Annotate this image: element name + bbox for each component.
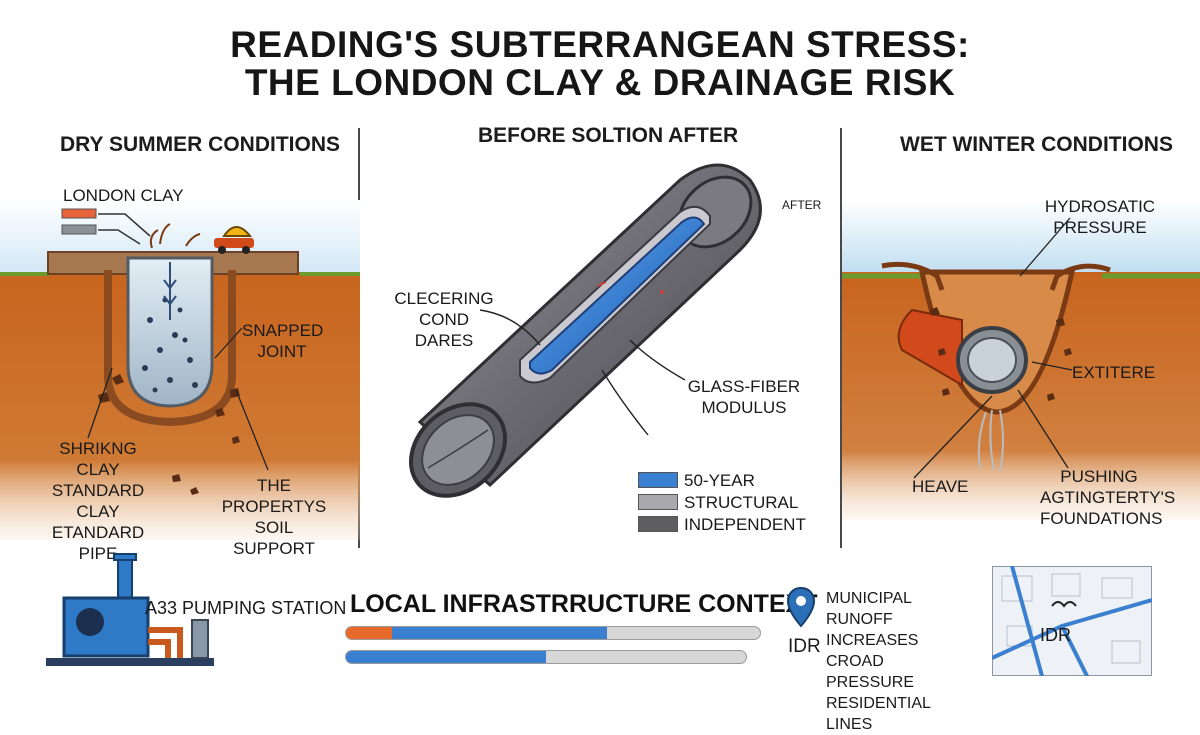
trench-outline xyxy=(104,270,236,427)
clay-clods xyxy=(930,307,1072,401)
bar-1-orange xyxy=(346,627,392,639)
area-map xyxy=(992,566,1152,676)
legend-swatch-orange xyxy=(61,208,97,219)
dry-summer-heading: DRY SUMMER CONDITIONS xyxy=(60,133,341,156)
standard-pipe xyxy=(126,256,214,408)
shrinking-clay-label: SHRIKNG CLAY STANDARD CLAY ETANDARD PIPE xyxy=(51,439,145,563)
hydrostatic-label: HYDROSATIC PRESSURE xyxy=(1044,197,1156,237)
pumping-station-icon xyxy=(46,553,214,666)
center-legend: 50-YEAR STRUCTURAL INDEPENDENT xyxy=(638,470,808,536)
wet-winter-heading: WET WINTER CONDITIONS xyxy=(900,133,1173,156)
legend-swatch-grey xyxy=(61,224,97,235)
pipe-sediment xyxy=(142,297,198,393)
lined-pipe-diagram xyxy=(408,163,762,498)
london-clay-label: LONDON CLAY xyxy=(63,186,184,205)
legend-swatch-independent xyxy=(638,516,678,532)
glass-fiber-callout: GLASS-FIBER MODULUS xyxy=(687,377,801,417)
legend-label-50-year: 50-YEAR xyxy=(684,471,755,490)
pin-label: IDR xyxy=(788,636,821,657)
context-title: LOCAL INFRASTRRUCTURE CONTEXT xyxy=(350,590,818,618)
legend-swatch-50-year xyxy=(638,472,678,488)
legend-label-structural: STRUCTURAL xyxy=(684,493,799,512)
extere-label: EXTITERE xyxy=(1072,363,1156,382)
infrastructure-bar-2 xyxy=(345,650,747,664)
worker-helmet xyxy=(214,226,254,254)
runoff-label: MUNICIPAL RUNOFF INCREASES CROAD PRESSUR… xyxy=(826,590,931,733)
main-title-line-2: THE LONDON CLAY & DRAINAGE RISK xyxy=(244,62,956,103)
legend-swatch-structural xyxy=(638,494,678,510)
bar-1-blue xyxy=(391,627,607,639)
map-label: IDR xyxy=(1040,625,1071,645)
legend-label-independent: INDEPENDENT xyxy=(684,515,806,534)
panel-divider-right xyxy=(840,128,842,548)
clecering-callout: CLECERING COND DARES xyxy=(394,289,494,350)
snapped-joint-label: SNAPPED JOINT xyxy=(242,321,324,361)
bar-2-blue xyxy=(346,651,546,663)
pushing-label: PUSHING AGTINGTERTY'S FOUNDATIONS xyxy=(1040,467,1176,528)
wet-winter-diagram xyxy=(842,200,1200,520)
orange-pipe xyxy=(897,308,963,387)
glass-fiber-liner xyxy=(529,216,706,375)
before-after-heading: BEFORE SOLTION AFTER xyxy=(478,124,739,147)
soil-support-label: THE PROPERTYS SOIL SUPPORT xyxy=(221,476,327,558)
pumping-station-label: A33 PUMPING STATION xyxy=(145,598,347,618)
heave-label: HEAVE xyxy=(912,477,969,496)
after-tag: AFTER xyxy=(782,198,822,212)
dry-summer-diagram xyxy=(0,200,360,540)
location-pin-icon xyxy=(786,586,816,628)
flow-arrows xyxy=(163,262,177,320)
root-intrusion xyxy=(977,409,1004,473)
main-title-line-1: READING'S SUBTERRANGEAN STRESS: xyxy=(230,24,970,65)
infrastructure-bar-1 xyxy=(345,626,761,640)
